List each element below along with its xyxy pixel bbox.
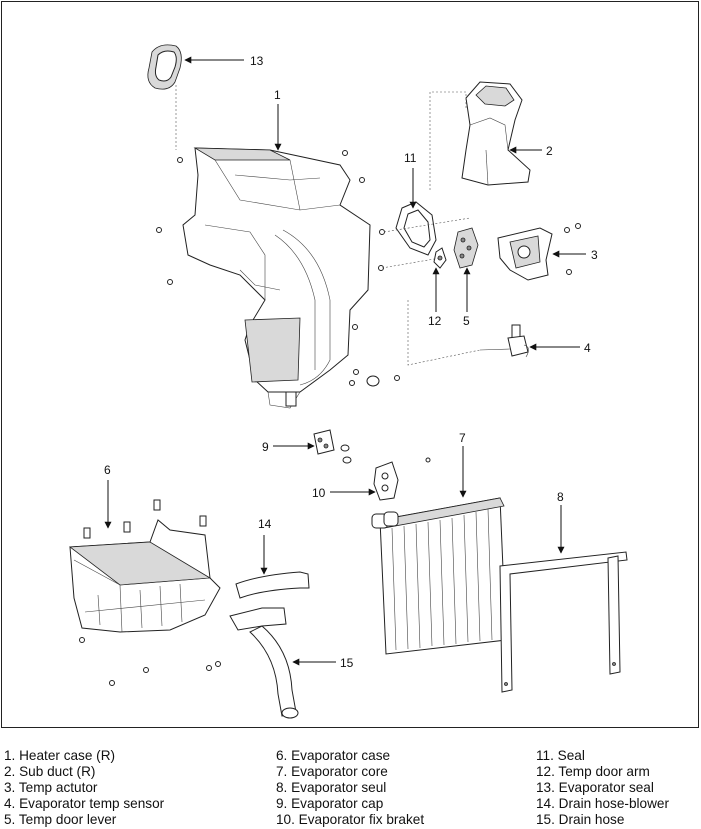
temp-actuator-3 — [497, 227, 553, 281]
evaporator-fix-bracket-10 — [373, 461, 399, 501]
callout-1: 1 — [274, 88, 281, 102]
callout-2: 2 — [546, 144, 553, 158]
legend-item: 2. Sub duct (R) — [4, 764, 96, 779]
drain-hose-blower-14 — [235, 571, 310, 599]
callout-3: 3 — [591, 248, 598, 262]
drain-hose-15 — [229, 607, 299, 719]
legend-column-1: 1. Heater case (R) 2. Sub duct (R) 3. Te… — [4, 748, 164, 828]
evaporator-case-6 — [68, 499, 221, 686]
seal-11 — [395, 201, 437, 256]
legend-item: 4. Evaporator temp sensor — [4, 796, 165, 811]
callout-9: 9 — [262, 440, 269, 454]
legend-item: 7. Evaporator core — [276, 764, 388, 779]
evaporator-temp-sensor-4 — [479, 324, 529, 358]
callout-5: 5 — [463, 314, 470, 328]
legend-item: 11. Seal — [536, 748, 585, 763]
evaporator-seal-13 — [147, 44, 182, 90]
legend-item: 10. Evaporator fix braket — [276, 812, 425, 827]
legend-item: 8. Evaporator seul — [276, 780, 387, 795]
exploded-parts-diagram: 13 1 2 11 3 12 5 4 9 7 10 8 6 14 15 — [68, 44, 628, 719]
callout-8: 8 — [557, 490, 564, 504]
callout-14: 14 — [258, 517, 272, 531]
evaporator-core-7 — [371, 497, 507, 655]
evaporator-seal-frame-8 — [499, 551, 628, 693]
screws — [156, 150, 581, 463]
legend-item: 1. Heater case (R) — [4, 748, 116, 763]
legend-item: 12. Temp door arm — [536, 764, 650, 779]
legend-item: 6. Evaporator case — [276, 748, 391, 763]
leader-lines — [104, 56, 586, 666]
legend-item: 14. Drain hose-blower — [536, 796, 669, 811]
evaporator-cap-9 — [313, 429, 352, 464]
legend-item: 3. Temp actutor — [4, 780, 98, 795]
callout-12: 12 — [428, 314, 442, 328]
callout-11: 11 — [404, 151, 417, 165]
legend-item: 9. Evaporator cap — [276, 796, 384, 811]
callout-4: 4 — [584, 341, 591, 355]
callout-7: 7 — [459, 431, 466, 445]
callout-13: 13 — [250, 54, 264, 68]
legend-item: 13. Evaporator seal — [536, 780, 654, 795]
heater-case-1 — [182, 147, 371, 409]
parts-legend: 1. Heater case (R) 2. Sub duct (R) 3. Te… — [0, 748, 701, 828]
callout-15: 15 — [340, 656, 354, 670]
legend-column-3: 11. Seal 12. Temp door arm 13. Evaporato… — [536, 748, 669, 828]
sub-duct-2 — [461, 81, 531, 186]
legend-column-2: 6. Evaporator case 7. Evaporator core 8.… — [276, 748, 424, 828]
temp-door-lever-5 — [453, 227, 479, 269]
callout-6: 6 — [104, 463, 111, 477]
legend-item: 5. Temp door lever — [4, 812, 117, 827]
callout-10: 10 — [312, 486, 326, 500]
temp-door-arm-12 — [433, 247, 447, 269]
legend-item: 15. Drain hose — [536, 812, 625, 827]
